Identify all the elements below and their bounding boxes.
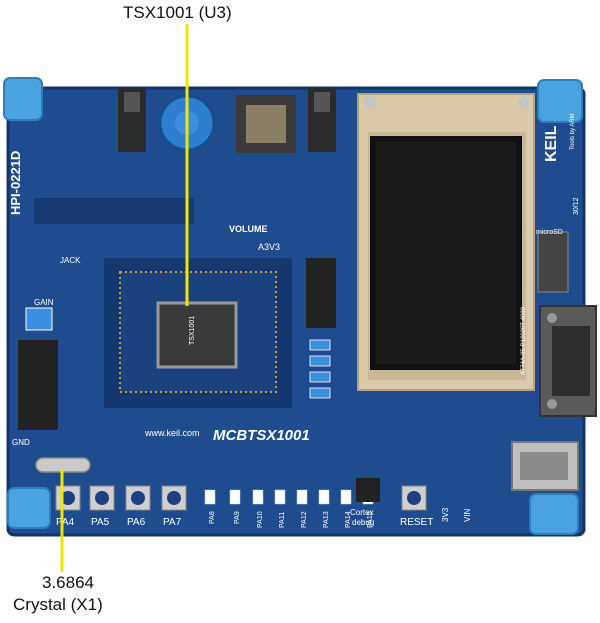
a3v3-label: A3V3 [258, 242, 280, 252]
gain-label: GAIN [34, 298, 54, 307]
led-label-pa9: PA9 [234, 511, 241, 524]
tsx1001-chip: TSX1001 [156, 301, 238, 369]
push-button-reset [401, 485, 427, 511]
url-silk: www.keil.com [144, 428, 200, 438]
push-button-pa7 [161, 485, 187, 511]
gain-trimmer [25, 307, 53, 331]
button-label-pa5: PA5 [91, 517, 110, 528]
board-side-label: HPI-0221D [8, 151, 23, 215]
push-button-pa5 [89, 485, 115, 511]
debug-connector [356, 478, 380, 502]
callout-label-crystal-value: 3.6864 [42, 573, 94, 592]
push-button-pa4 [55, 485, 81, 511]
button-label-pa4: PA4 [56, 517, 75, 528]
led-label-pa15: PA15 [367, 511, 374, 528]
audio-jack-right [308, 88, 336, 152]
led-label-pa14: PA14 [345, 511, 352, 528]
right-pin-header [306, 258, 336, 328]
pin-header-top [34, 198, 194, 224]
callout-label-crystal-name: Crystal (X1) [13, 595, 103, 614]
button-label-pa7: PA7 [163, 517, 182, 528]
volume-label: VOLUME [229, 224, 268, 234]
left-pin-header [18, 340, 58, 430]
led-label-pa8: PA8 [209, 511, 216, 524]
gnd-label: GND [12, 438, 30, 447]
brand-sub: Tools by ARM [570, 113, 576, 150]
jack-label: JACK [60, 256, 81, 265]
led-label-pa12: PA12 [301, 511, 308, 528]
supply-3v3-label: 3V3 [441, 507, 450, 522]
lcd-marking: AT74A-35-P12020T-4080 [521, 306, 527, 375]
corner-bumper [3, 77, 583, 535]
callout-label-tsx1001: TSX1001 (U3) [123, 3, 232, 22]
vin-label: VIN [463, 508, 472, 522]
led-label-pa13: PA13 [323, 511, 330, 528]
button-label-pa6: PA6 [127, 517, 146, 528]
led-label-pa10: PA10 [257, 511, 264, 528]
crystal-x1 [35, 457, 91, 473]
microsd-label: microSD [536, 229, 563, 236]
debug-label-1: Cortex [350, 508, 374, 517]
microsd-slot [537, 231, 569, 293]
audio-jack-left [118, 88, 146, 152]
reset-label: RESET [400, 517, 433, 528]
lcd-module [357, 93, 535, 391]
debug-label-2: debug [352, 518, 374, 527]
brand-logo: KEIL [543, 125, 560, 162]
svg-text:TSX1001: TSX1001 [189, 316, 196, 345]
serial-connector [539, 305, 597, 417]
jumper-block [309, 339, 331, 399]
buzzer [236, 95, 296, 153]
date-code: 30/12 [573, 197, 580, 215]
model-silk: MCBTSX1001 [213, 427, 310, 444]
led-label-pa11: PA11 [279, 512, 286, 528]
push-button-pa6 [125, 485, 151, 511]
usb-connector [511, 441, 579, 491]
